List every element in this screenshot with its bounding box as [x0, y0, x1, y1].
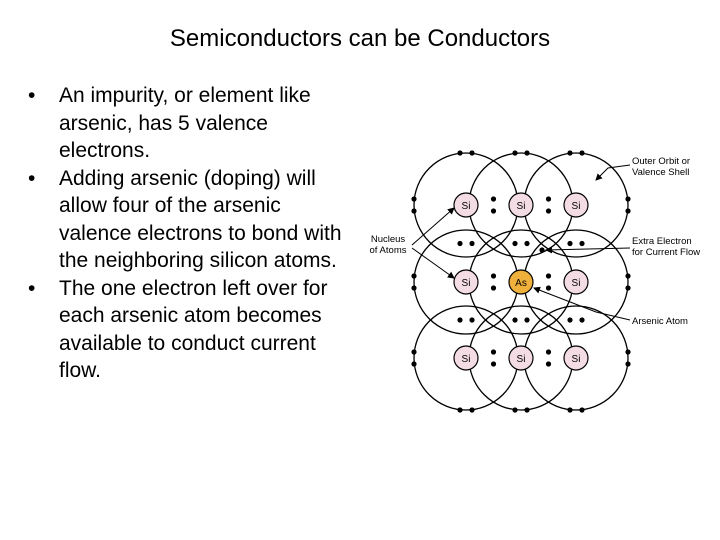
electron-dot [579, 150, 585, 156]
electron-dot [545, 361, 552, 367]
bullet-text: The one electron left over for each arse… [59, 276, 328, 383]
electron-dot [490, 349, 497, 355]
atom-symbol: Si [517, 201, 526, 212]
electron-dot [512, 150, 518, 156]
electron-dot [625, 285, 631, 291]
bullet-list: • An impurity, or element like arsenic, … [28, 82, 348, 385]
atom-symbol: As [515, 278, 527, 289]
bullet-item: • The one electron left over for each ar… [28, 275, 348, 385]
valence-electrons [411, 150, 631, 413]
electron-dot [457, 240, 463, 247]
callout-label: of Atoms [370, 245, 407, 256]
electron-dot [545, 273, 552, 279]
electron-dot [512, 317, 518, 323]
electron-dot [625, 196, 631, 202]
electron-dot [512, 407, 518, 413]
bullet-item: • An impurity, or element like arsenic, … [28, 82, 348, 165]
silicon-nucleus [563, 192, 589, 218]
callout-arrow [595, 164, 631, 181]
electron-dot [625, 273, 631, 279]
slide-title: Semiconductors can be Conductors [169, 25, 551, 52]
bullet-marker: • [28, 276, 36, 300]
electron-dot [579, 407, 585, 413]
atom-symbol: Si [572, 278, 581, 289]
electron-dot [545, 349, 552, 355]
callout-label: for Current Flow [632, 247, 700, 258]
bullet-marker: • [28, 166, 36, 190]
electron-dot [490, 285, 497, 291]
silicon-nucleus [453, 269, 479, 295]
callout-arrow [411, 207, 455, 246]
electron-dot [625, 361, 631, 367]
atom-symbol: Si [462, 201, 471, 212]
electron-dot [579, 240, 585, 247]
electron-dot [411, 285, 417, 291]
callout-label: Outer Orbit or [632, 156, 690, 167]
electron-dot [545, 208, 552, 214]
electron-dot [490, 208, 497, 214]
silicon-nucleus [453, 192, 479, 218]
arsenic-nucleus [508, 269, 534, 295]
electron-dot [457, 150, 463, 156]
bullet-item: • Adding arsenic (doping) will allow fou… [28, 165, 348, 275]
electron-dot [524, 317, 530, 323]
electron-dot [512, 240, 518, 247]
atom-symbol: Si [462, 278, 471, 289]
electron-dot [490, 361, 497, 367]
callout-arrow [533, 286, 631, 321]
electron-dot [567, 240, 573, 247]
electron-dot [469, 150, 475, 156]
electron-dot [457, 407, 463, 413]
electron-dot [469, 240, 475, 247]
electron-dot [625, 208, 631, 214]
electron-dot [469, 407, 475, 413]
electron-dot [567, 317, 573, 323]
callout-arrow [411, 247, 455, 279]
electron-dot [524, 150, 530, 156]
callout-label: Extra Electron [632, 236, 692, 247]
electron-dot [539, 247, 545, 253]
electron-dot [469, 317, 475, 323]
electron-dot [411, 361, 417, 367]
electron-dot [411, 196, 417, 202]
silicon-nucleus [453, 345, 479, 371]
atom-symbol: Si [462, 354, 471, 365]
atom-symbol: Si [572, 354, 581, 365]
electron-dot [625, 349, 631, 355]
electron-dot [457, 317, 463, 323]
electron-dot [567, 407, 573, 413]
electron-dot [545, 196, 552, 202]
silicon-nucleus [563, 269, 589, 295]
electron-dot [411, 349, 417, 355]
callout-label: Arsenic Atom [632, 316, 688, 327]
electron-dot [524, 407, 530, 413]
bullet-marker: • [28, 84, 36, 107]
electron-dot [545, 285, 552, 291]
atom-symbol: Si [572, 201, 581, 212]
silicon-nucleus [508, 192, 534, 218]
electron-dot [567, 150, 573, 156]
electron-dot [490, 196, 497, 202]
bullet-text: Adding arsenic (doping) will allow four … [59, 166, 342, 273]
callout-label: Valence Shell [632, 167, 689, 178]
callout-arrow [545, 246, 631, 254]
silicon-nucleus [508, 345, 534, 371]
electron-dot [490, 273, 497, 279]
atom-symbol: Si [517, 354, 526, 365]
callout-label: Nucleus [371, 234, 406, 245]
silicon-nucleus [563, 345, 589, 371]
electron-dot [524, 240, 530, 247]
electron-dot [411, 273, 417, 279]
electron-dot [579, 317, 585, 323]
bullet-text: An impurity, or element like arsenic, ha… [59, 84, 311, 162]
electron-dot [411, 208, 417, 214]
